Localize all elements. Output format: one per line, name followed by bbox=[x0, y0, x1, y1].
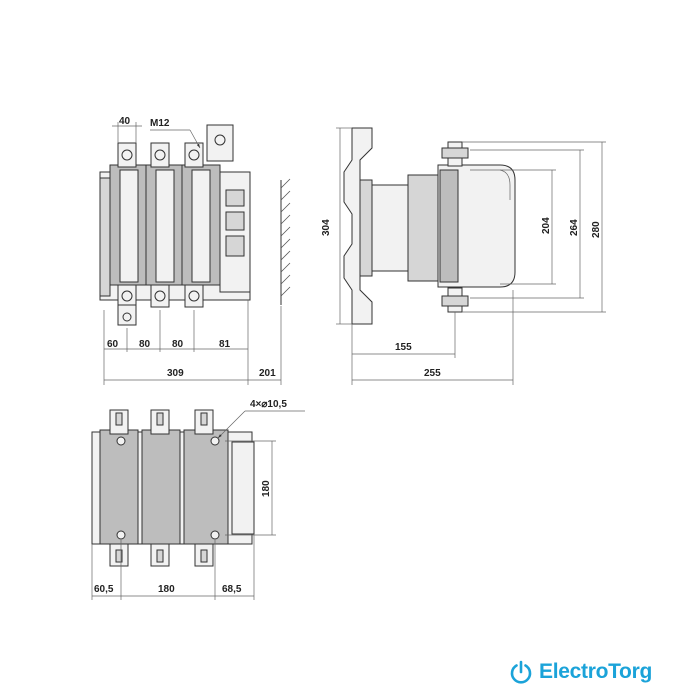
dim-hole-spacing: 180 bbox=[261, 480, 272, 497]
electrotorg-logo: ElectroTorg bbox=[508, 657, 652, 687]
front-view: 40 M12 60 80 80 81 309 201 bbox=[99, 116, 291, 385]
bottom-tab bbox=[117, 304, 137, 326]
top-nut bbox=[441, 147, 469, 159]
dim-d1: 60 bbox=[107, 339, 119, 350]
dim-center-span: 180 bbox=[158, 584, 175, 595]
bottom-terminal-2 bbox=[150, 284, 170, 308]
pole-insert-1 bbox=[119, 169, 139, 283]
power-icon bbox=[510, 660, 532, 684]
bottom-pole-3 bbox=[183, 429, 229, 545]
mount-hole-2 bbox=[116, 530, 126, 540]
side-view: 304 204 264 280 155 255 bbox=[321, 127, 606, 385]
dim-mount-204: 204 bbox=[541, 217, 552, 234]
bottom-tab-hole bbox=[122, 312, 132, 322]
top-terminal-3 bbox=[184, 142, 204, 168]
bottom-terminal-1 bbox=[117, 284, 137, 308]
dim-bolt-size: M12 bbox=[150, 118, 170, 129]
top-terminal-bolt-3 bbox=[188, 149, 200, 161]
bottom-coil-side bbox=[231, 441, 255, 535]
dim-left-offset: 60,5 bbox=[94, 584, 114, 595]
pole-insert-2 bbox=[155, 169, 175, 283]
mount-bracket bbox=[343, 127, 373, 325]
wall-hatching bbox=[280, 178, 291, 297]
top-terminal-1 bbox=[117, 142, 137, 168]
mount-hole-4 bbox=[210, 530, 220, 540]
dim-overall-width: 309 bbox=[167, 368, 184, 379]
coil-detail-3 bbox=[225, 235, 245, 257]
logo-text: ElectroTorg bbox=[539, 660, 652, 683]
mount-hole-3 bbox=[210, 436, 220, 446]
dim-terminal-width: 40 bbox=[119, 116, 131, 127]
bottom-nut bbox=[441, 295, 469, 307]
dim-right-offset: 68,5 bbox=[222, 584, 242, 595]
coil-detail-1 bbox=[225, 189, 245, 207]
bottom-terminal-bolt-2 bbox=[154, 290, 166, 302]
top-terminal-bolt-1 bbox=[121, 149, 133, 161]
dim-depth-155: 155 bbox=[395, 342, 412, 353]
coil-neck bbox=[371, 184, 409, 272]
aux-terminal bbox=[206, 124, 234, 162]
dim-height-304: 304 bbox=[321, 219, 332, 236]
mount-hole-1 bbox=[116, 436, 126, 446]
bottom-pole-2 bbox=[141, 429, 181, 545]
front-left-rail bbox=[99, 177, 111, 297]
bottom-pole-1 bbox=[99, 429, 139, 545]
bottom-terminal-bolt-3 bbox=[188, 290, 200, 302]
coil-body bbox=[407, 174, 439, 282]
dim-clearance: 201 bbox=[259, 368, 276, 379]
dim-total-280: 280 bbox=[591, 221, 602, 238]
bottom-view: 4×⌀10,5 180 60,5 180 68,5 bbox=[91, 399, 305, 600]
dim-holes: 4×⌀10,5 bbox=[250, 399, 287, 410]
dim-depth-255: 255 bbox=[424, 368, 441, 379]
aux-terminal-hole bbox=[214, 134, 226, 146]
dim-d4: 81 bbox=[219, 339, 231, 350]
pole-insert-3 bbox=[191, 169, 211, 283]
bottom-terminal-3 bbox=[184, 284, 204, 308]
top-terminal-2 bbox=[150, 142, 170, 168]
coil-detail-2 bbox=[225, 211, 245, 231]
dim-mount-264: 264 bbox=[569, 219, 580, 236]
side-housing-front bbox=[439, 169, 459, 283]
bottom-terminal-bolt-1 bbox=[121, 290, 133, 302]
dim-d2: 80 bbox=[139, 339, 151, 350]
bracket-core bbox=[359, 179, 373, 277]
dim-d3: 80 bbox=[172, 339, 184, 350]
top-terminal-bolt-2 bbox=[154, 149, 166, 161]
